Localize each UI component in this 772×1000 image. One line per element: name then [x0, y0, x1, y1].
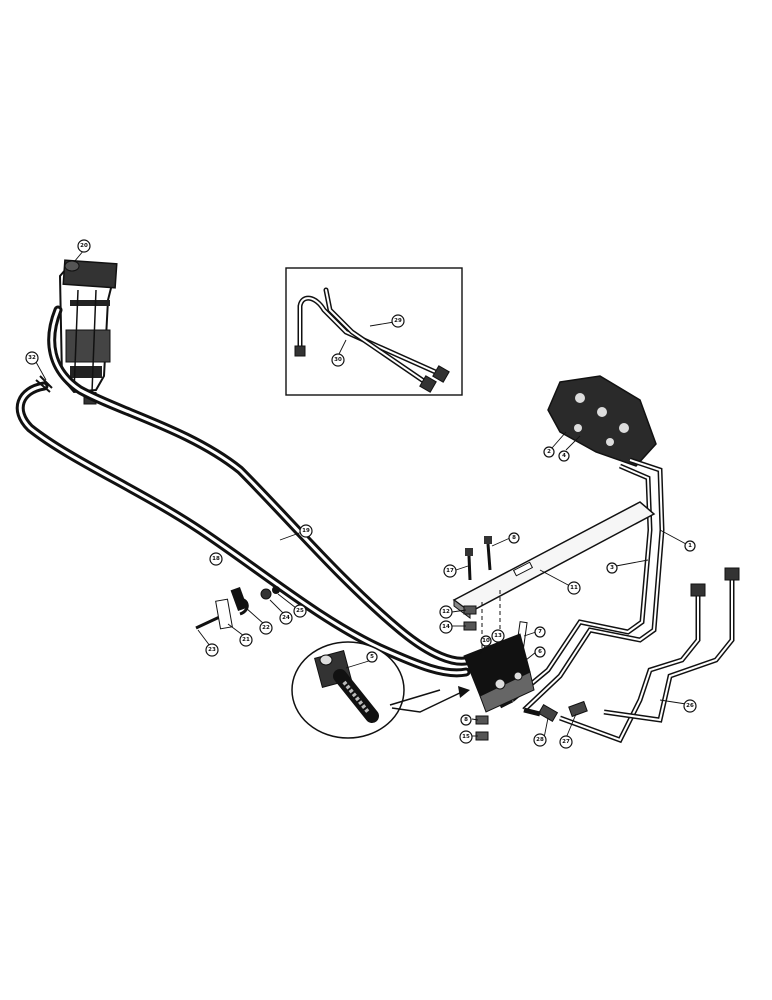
callout-marker-29: 29 — [391, 314, 405, 328]
svg-text:5: 5 — [370, 654, 374, 660]
svg-text:12: 12 — [442, 609, 450, 615]
fitting-detail-inset — [291, 641, 470, 739]
callout-marker-15: 15 — [459, 730, 473, 744]
svg-text:7: 7 — [538, 629, 542, 635]
callout-marker-28: 28 — [533, 733, 547, 747]
callout-marker-8-lower: 8 — [460, 714, 472, 726]
svg-text:3: 3 — [610, 565, 614, 571]
svg-text:6: 6 — [538, 649, 542, 655]
svg-text:30: 30 — [334, 357, 342, 363]
callout-marker-17: 17 — [443, 564, 457, 578]
callout-marker-14: 14 — [439, 620, 453, 634]
svg-text:14: 14 — [442, 624, 450, 630]
svg-text:17: 17 — [446, 568, 454, 574]
inset-tube-detail — [285, 267, 463, 396]
callout-marker-13: 13 — [491, 629, 505, 643]
svg-text:15: 15 — [462, 734, 470, 740]
svg-text:21: 21 — [242, 637, 250, 643]
svg-text:28: 28 — [536, 737, 544, 743]
svg-text:32: 32 — [28, 355, 36, 361]
svg-text:11: 11 — [570, 585, 578, 591]
callout-marker-30: 30 — [331, 353, 345, 367]
svg-text:23: 23 — [208, 647, 216, 653]
svg-text:1: 1 — [688, 543, 692, 549]
svg-text:13: 13 — [494, 633, 502, 639]
callout-marker-19: 19 — [299, 524, 313, 538]
callout-marker-26: 26 — [683, 699, 697, 713]
hose-clamp-parts — [195, 586, 280, 630]
callout-marker-7: 7 — [534, 626, 546, 638]
svg-text:22: 22 — [262, 625, 270, 631]
control-valve-assembly — [547, 375, 657, 467]
svg-text:27: 27 — [562, 739, 570, 745]
svg-text:8: 8 — [464, 717, 468, 723]
callout-marker-23: 23 — [205, 643, 219, 657]
callout-marker-18: 18 — [209, 552, 223, 566]
svg-text:20: 20 — [80, 243, 88, 249]
callout-marker-2: 2 — [543, 446, 555, 458]
svg-text:19: 19 — [302, 528, 310, 534]
svg-text:25: 25 — [296, 608, 304, 614]
callout-marker-11: 11 — [567, 581, 581, 595]
callout-marker-5: 5 — [366, 651, 378, 663]
lower-valve-body — [463, 633, 535, 741]
callout-marker-10: 10 — [480, 635, 492, 647]
callout-marker-32: 32 — [25, 351, 39, 365]
svg-text:26: 26 — [686, 703, 694, 709]
steel-tubes — [498, 457, 740, 744]
svg-text:29: 29 — [394, 318, 402, 324]
svg-text:10: 10 — [482, 638, 490, 644]
callout-marker-21: 21 — [239, 633, 253, 647]
callout-marker-25: 25 — [293, 604, 307, 618]
svg-text:18: 18 — [212, 556, 220, 562]
callout-marker-24: 24 — [279, 611, 293, 625]
callout-marker-20: 20 — [77, 239, 91, 253]
callout-marker-8-upper: 8 — [508, 532, 520, 544]
svg-text:24: 24 — [282, 615, 290, 621]
hydraulic-cylinder — [58, 259, 118, 405]
callout-marker-22: 22 — [259, 621, 273, 635]
callout-marker-6: 6 — [534, 646, 546, 658]
svg-text:4: 4 — [562, 453, 566, 459]
callout-marker-4: 4 — [558, 450, 570, 462]
hydraulic-hoses — [15, 305, 475, 678]
callout-marker-12: 12 — [439, 605, 453, 619]
callout-marker-3: 3 — [606, 562, 618, 574]
svg-text:8: 8 — [512, 535, 516, 541]
callout-marker-1: 1 — [684, 540, 696, 552]
svg-text:2: 2 — [547, 449, 551, 455]
callout-marker-27: 27 — [559, 735, 573, 749]
